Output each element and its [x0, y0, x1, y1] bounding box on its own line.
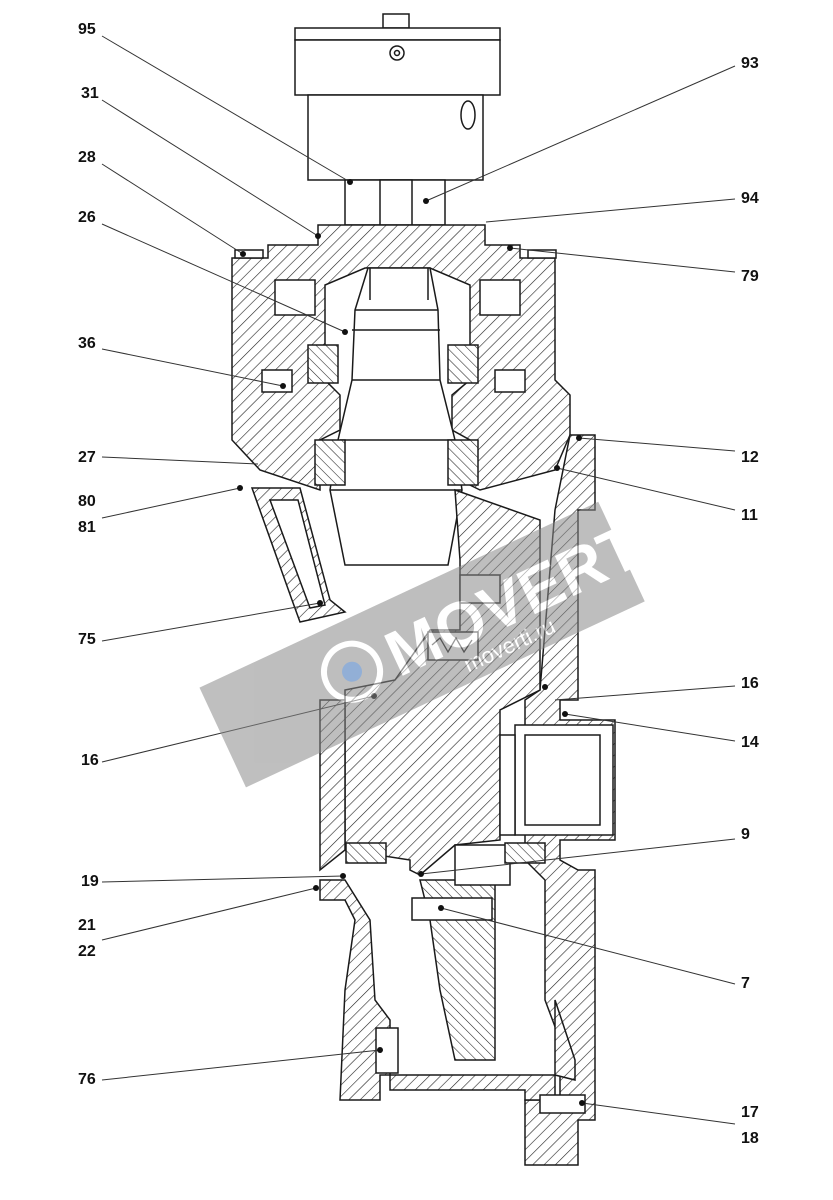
callout-17: 17	[741, 1104, 759, 1121]
callout-14: 14	[741, 734, 759, 751]
callout-22: 22	[78, 943, 96, 960]
callout-16-right: 16	[741, 675, 759, 692]
callout-7: 7	[741, 975, 750, 992]
callout-93: 93	[741, 55, 759, 72]
upper-bearings	[261, 344, 526, 486]
callout-75: 75	[78, 631, 96, 648]
callout-27: 27	[78, 449, 96, 466]
callout-95: 95	[78, 21, 96, 38]
callout-19: 19	[81, 873, 99, 890]
motor-housing	[294, 13, 501, 226]
callout-28: 28	[78, 149, 96, 166]
callout-11: 11	[741, 507, 758, 524]
callout-31: 31	[81, 85, 99, 102]
callout-81: 81	[78, 519, 96, 536]
callout-26: 26	[78, 209, 96, 226]
upper-housing	[231, 224, 571, 492]
callout-79: 79	[741, 268, 759, 285]
callout-80: 80	[78, 493, 96, 510]
lower-casing	[319, 699, 586, 1114]
side-tube	[250, 487, 347, 623]
callout-94: 94	[741, 190, 759, 207]
callout-76: 76	[78, 1071, 96, 1088]
callout-16-left: 16	[81, 752, 99, 769]
callout-36: 36	[78, 335, 96, 352]
callout-21: 21	[78, 917, 96, 934]
callout-18: 18	[741, 1130, 759, 1147]
callout-12: 12	[741, 449, 759, 466]
center-shaft	[329, 267, 463, 566]
callout-9: 9	[741, 826, 750, 843]
